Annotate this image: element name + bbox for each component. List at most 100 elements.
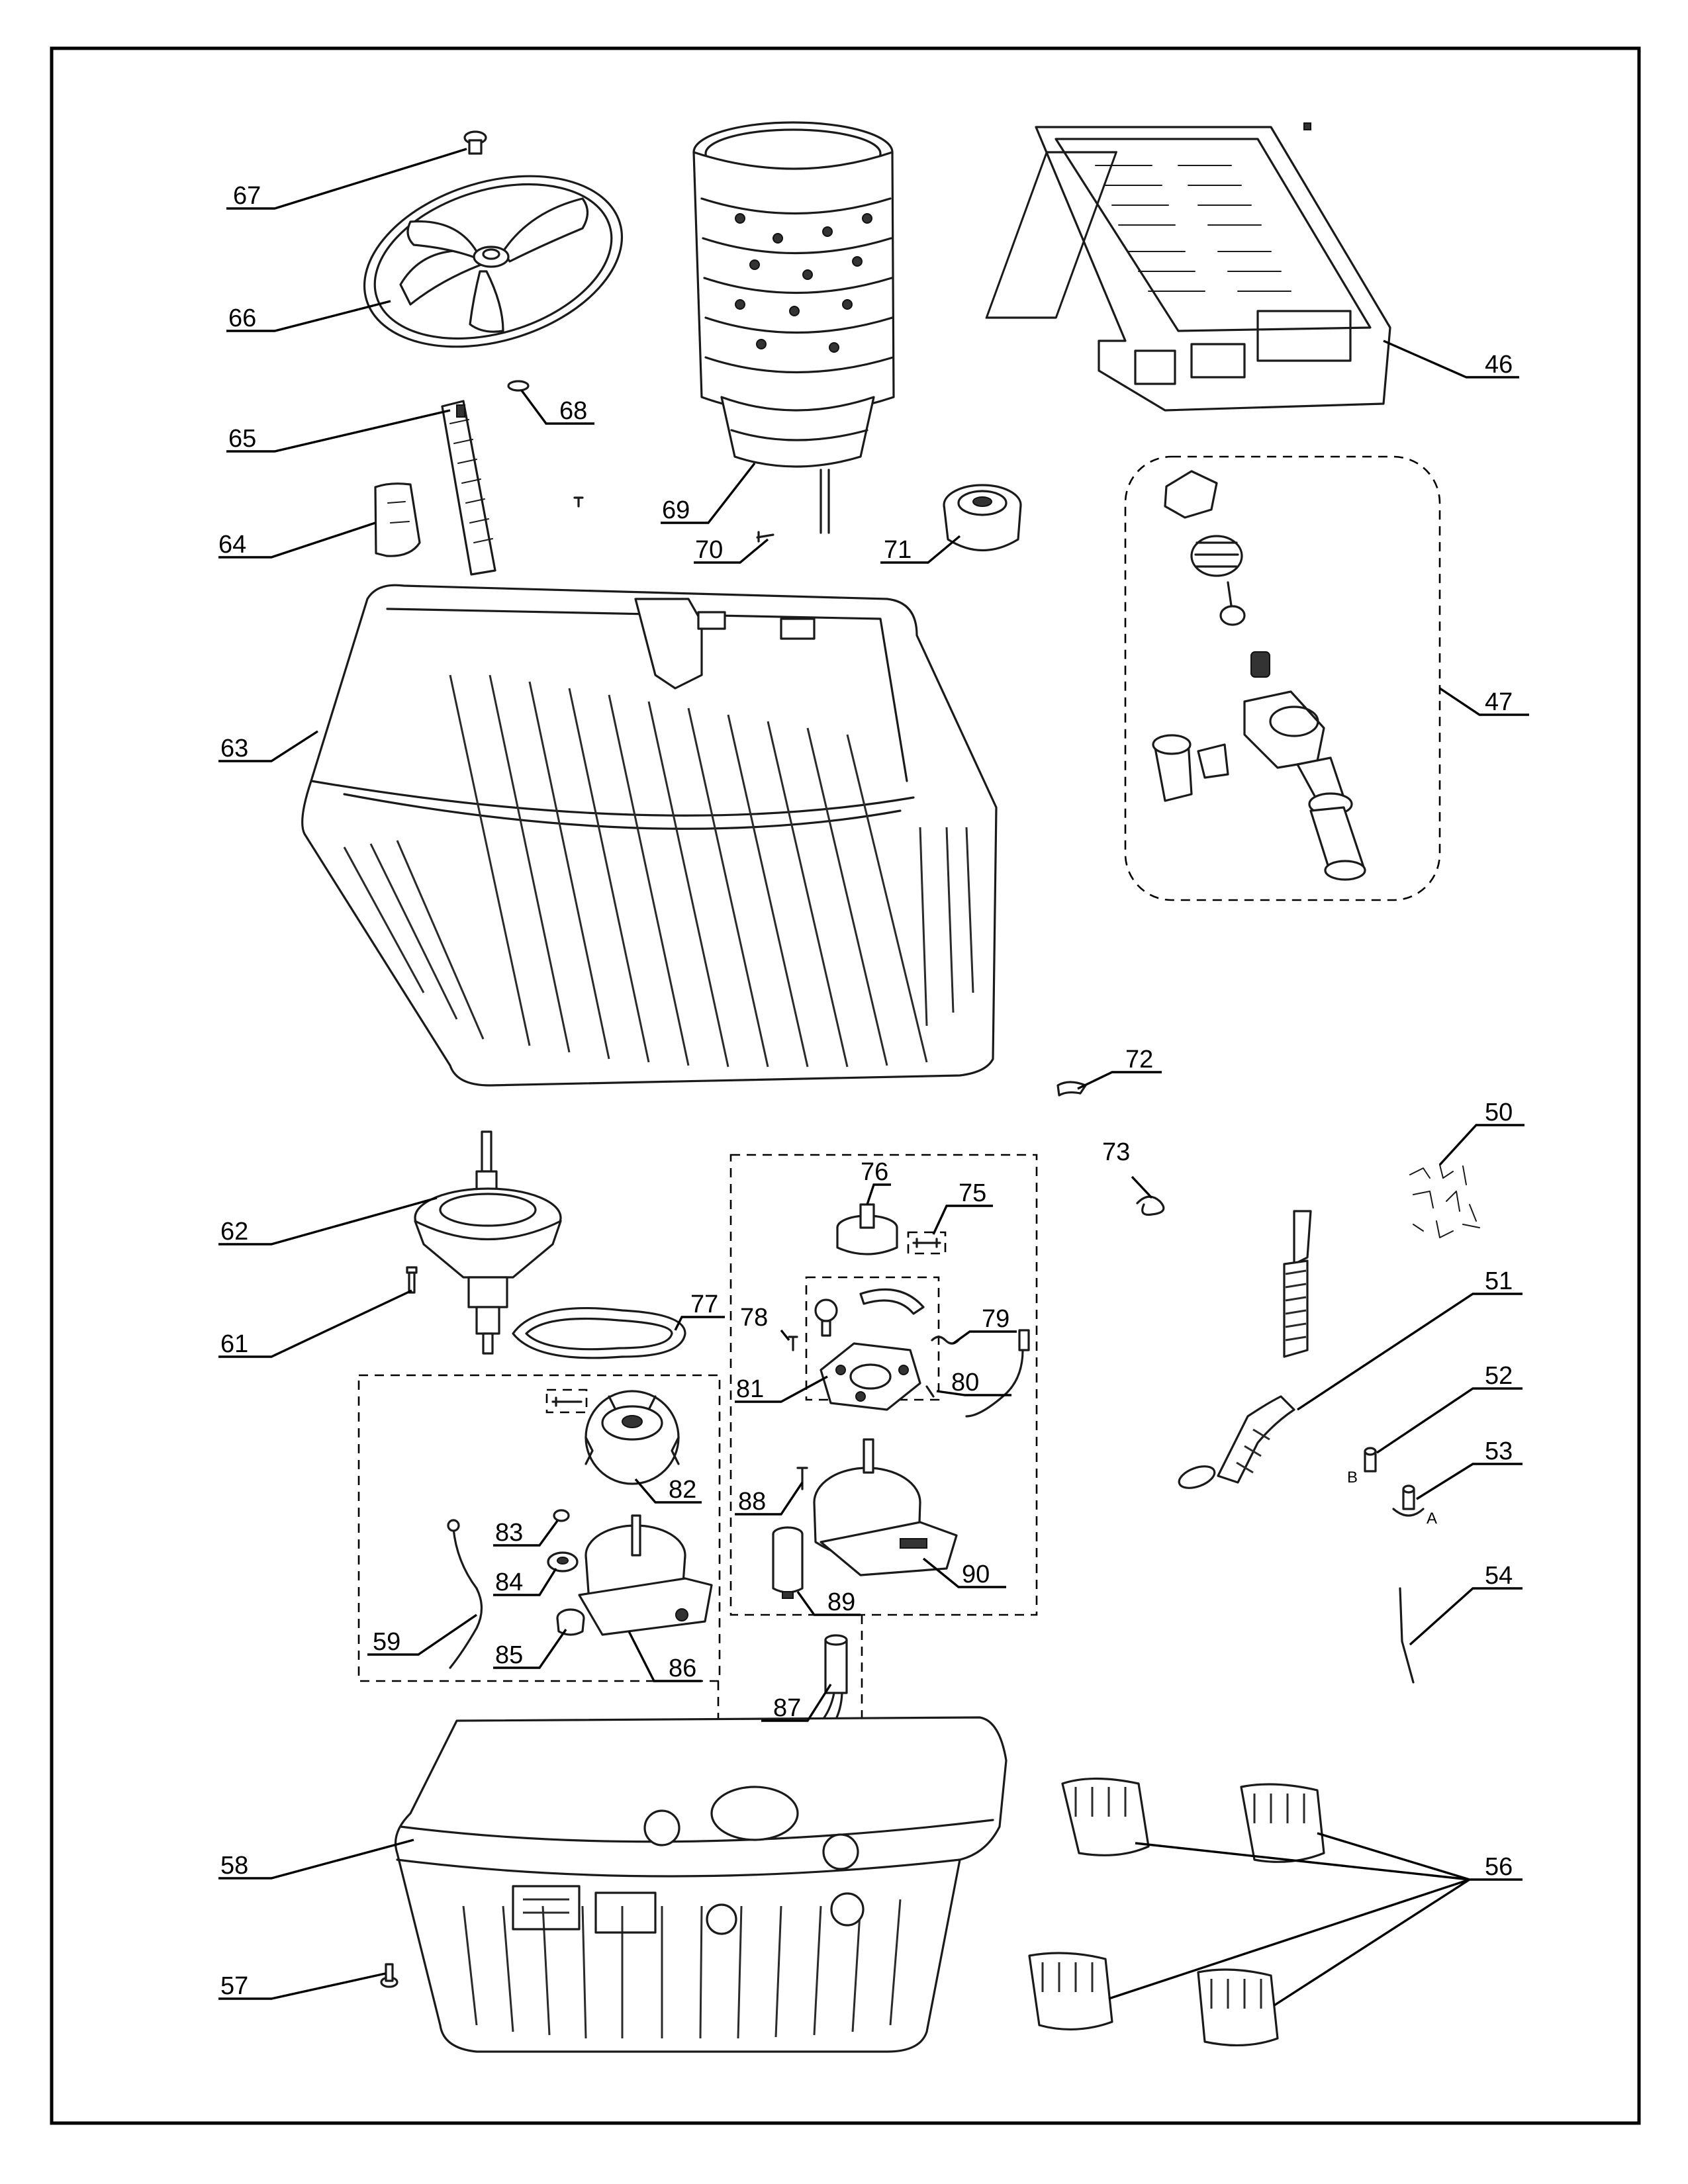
callout-47: 47 <box>1485 688 1513 716</box>
leader-67 <box>226 148 467 210</box>
callout-46: 46 <box>1485 351 1513 379</box>
fitting-52: B <box>1347 1447 1377 1486</box>
callout-87: 87 <box>773 1694 801 1722</box>
label-sheet-50 <box>1409 1164 1480 1238</box>
leader-58 <box>218 1839 414 1880</box>
screw-83 <box>553 1509 570 1522</box>
callout-51: 51 <box>1485 1267 1513 1295</box>
leader-88 <box>735 1482 804 1516</box>
outer-tub-63 <box>301 584 998 1087</box>
spacer-84 <box>547 1551 579 1572</box>
wire-80 <box>925 1329 1030 1418</box>
screw-70 <box>756 531 774 543</box>
callout-50: 50 <box>1485 1099 1513 1126</box>
callout-52: 52 <box>1485 1362 1513 1390</box>
leader-62 <box>218 1197 438 1246</box>
drain-motor-90 <box>813 1438 958 1576</box>
callout-70: 70 <box>695 536 723 564</box>
callout-84: 84 <box>495 1569 523 1596</box>
callout-90: 90 <box>962 1561 990 1588</box>
leader-50 <box>1438 1124 1524 1166</box>
callout-66: 66 <box>228 304 256 332</box>
cam-76 <box>836 1203 898 1255</box>
leader-56 <box>1108 1832 1523 2007</box>
callout-59: 59 <box>373 1628 400 1656</box>
leader-65 <box>226 409 451 453</box>
callout-88: 88 <box>738 1488 766 1516</box>
leader-78 <box>780 1329 790 1342</box>
leader-89 <box>796 1591 861 1616</box>
callout-83: 83 <box>495 1519 523 1547</box>
callout-76: 76 <box>861 1158 888 1186</box>
callout-54: 54 <box>1485 1562 1513 1590</box>
spin-basket-69 <box>692 121 895 534</box>
callout-64: 64 <box>218 531 246 559</box>
screw-75 <box>912 1238 941 1248</box>
group-box-82-screw <box>545 1388 588 1414</box>
leader-54 <box>1409 1587 1523 1646</box>
leader-59 <box>367 1614 477 1656</box>
leader-73 <box>1131 1175 1153 1199</box>
leader-81 <box>735 1375 828 1403</box>
leader-52 <box>1376 1387 1523 1454</box>
fitting-53: A <box>1392 1484 1437 1527</box>
leader-63 <box>218 730 318 762</box>
leader-64 <box>218 522 376 559</box>
callout-81: 81 <box>736 1375 764 1403</box>
leader-53 <box>1416 1463 1523 1500</box>
pulley-82 <box>551 1390 680 1485</box>
foot-56-c <box>1028 1952 1113 2031</box>
leader-85 <box>493 1629 567 1669</box>
drain-hose-51 <box>1178 1210 1312 1489</box>
wire-59 <box>447 1519 483 1669</box>
clutch-62 <box>414 1130 562 1355</box>
lint-filter-65 <box>441 400 496 576</box>
leader-86 <box>628 1631 702 1682</box>
group-box-47 <box>1124 455 1441 901</box>
leader-72 <box>1077 1071 1162 1090</box>
cap-71 <box>943 484 1022 551</box>
callout-65: 65 <box>228 425 256 453</box>
leader-47 <box>1439 687 1529 716</box>
base-58 <box>394 1716 1008 2053</box>
callout-71: 71 <box>884 536 912 564</box>
top-panel-46 <box>985 122 1391 412</box>
leader-84 <box>493 1568 557 1596</box>
leader-70 <box>694 538 769 564</box>
drain-valve-47 <box>1152 470 1366 881</box>
callout-68: 68 <box>559 397 587 425</box>
callout-61: 61 <box>220 1330 248 1358</box>
leader-51 <box>1297 1293 1523 1411</box>
marker-a: A <box>1427 1510 1437 1527</box>
callout-57: 57 <box>220 1972 248 2000</box>
foot-56-a <box>1061 1777 1150 1856</box>
leader-76 <box>866 1183 891 1205</box>
leader-61 <box>218 1289 412 1358</box>
foot-56-b <box>1240 1783 1325 1863</box>
leader-46 <box>1383 340 1519 379</box>
callout-63: 63 <box>220 735 248 762</box>
hook-72 <box>1056 1081 1087 1097</box>
callout-89: 89 <box>827 1588 855 1616</box>
bracket-81 <box>814 1288 925 1411</box>
leader-80 <box>936 1390 1011 1396</box>
callout-78: 78 <box>740 1304 768 1332</box>
clip-64 <box>374 482 421 557</box>
spacer-85 <box>556 1608 585 1636</box>
callout-53: 53 <box>1485 1437 1513 1465</box>
washer-68 <box>507 380 530 392</box>
leader-68 <box>520 389 594 425</box>
motor-86 <box>578 1514 713 1636</box>
callout-67: 67 <box>233 182 261 210</box>
leader-77 <box>674 1316 725 1331</box>
marker-b: B <box>1347 1469 1358 1486</box>
page-border <box>50 46 1641 2125</box>
foot-56-d <box>1197 1968 1279 2047</box>
leader-83 <box>493 1520 559 1547</box>
clip-73 <box>1136 1195 1165 1216</box>
leader-69 <box>661 462 756 524</box>
pulsator-66 <box>363 175 624 348</box>
leader-66 <box>226 300 391 332</box>
callout-82: 82 <box>669 1476 696 1504</box>
